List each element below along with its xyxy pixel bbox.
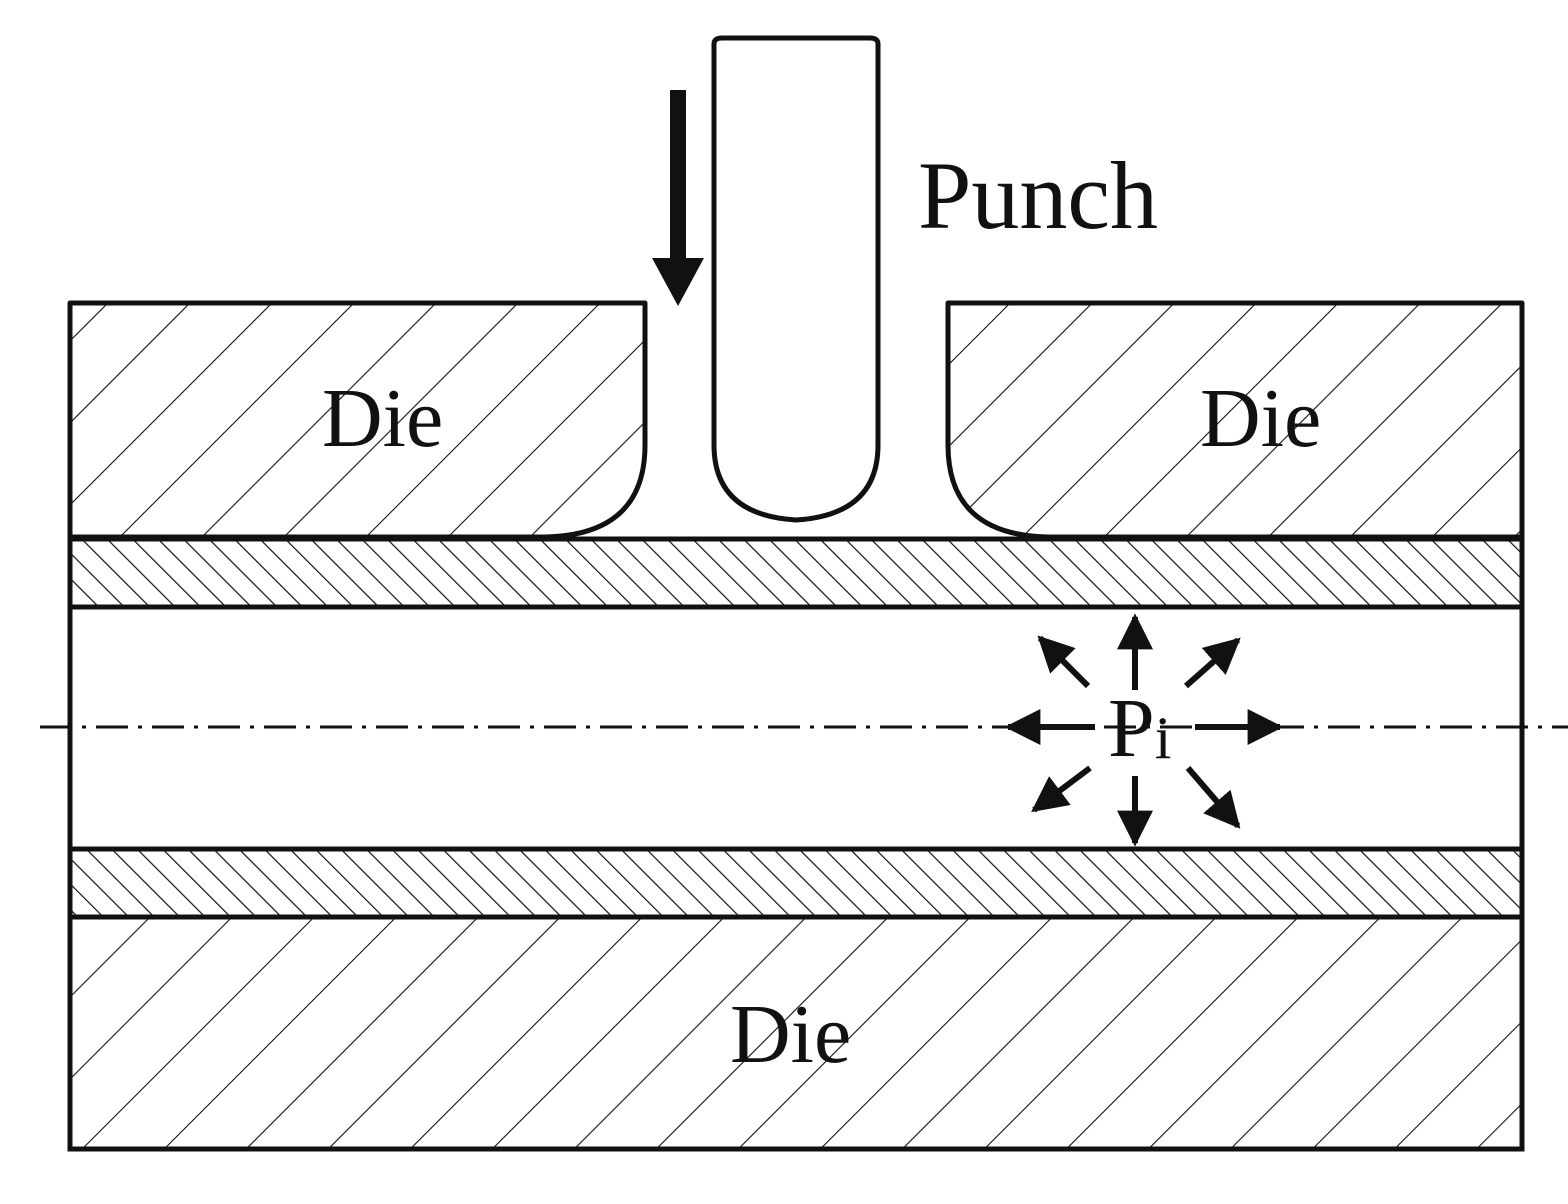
pressure-arrow-up-left	[1037, 635, 1091, 689]
tube-lower-wall	[67, 846, 1525, 920]
upper-right-die-label: Die	[1200, 372, 1321, 465]
tube-upper-wall	[67, 536, 1525, 610]
bottom-die	[67, 914, 1525, 1152]
bottom-die-label: Die	[730, 988, 851, 1081]
punch	[711, 35, 881, 523]
punch-motion-arrow-icon	[652, 258, 704, 306]
pressure-symbol: P	[1108, 682, 1155, 775]
pressure-subscript: i	[1155, 705, 1172, 771]
pressure-arrow-down-right	[1185, 766, 1241, 829]
pressure-arrow-up-right	[1184, 637, 1241, 689]
internal-pressure-arrows	[1004, 613, 1284, 847]
punch-label: Punch	[918, 142, 1158, 249]
pressure-label: Pi	[1108, 682, 1171, 775]
upper-left-die-label: Die	[322, 372, 443, 465]
pressure-arrow-down-left	[1031, 765, 1092, 813]
